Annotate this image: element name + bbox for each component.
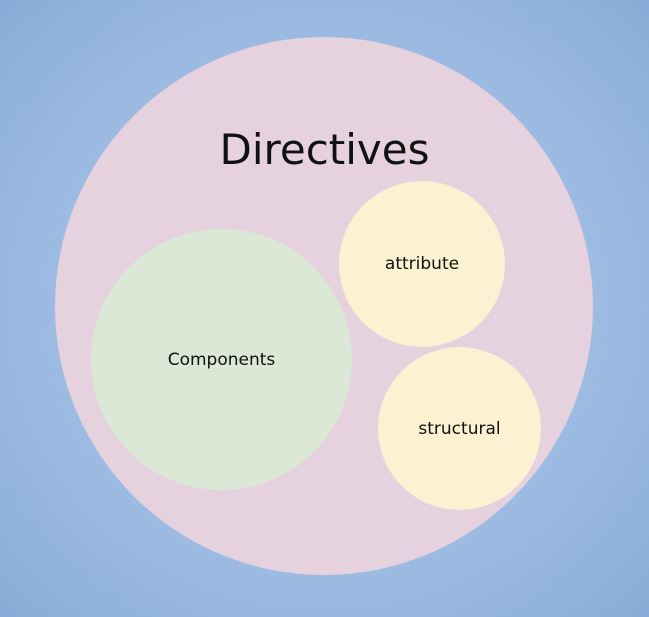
components-circle: Components — [91, 229, 352, 490]
attribute-circle: attribute — [339, 181, 505, 347]
structural-circle: structural — [378, 347, 541, 510]
attribute-label: attribute — [384, 254, 460, 274]
components-label: Components — [167, 349, 276, 370]
structural-label: structural — [418, 418, 501, 439]
directives-title: Directives — [219, 125, 430, 174]
